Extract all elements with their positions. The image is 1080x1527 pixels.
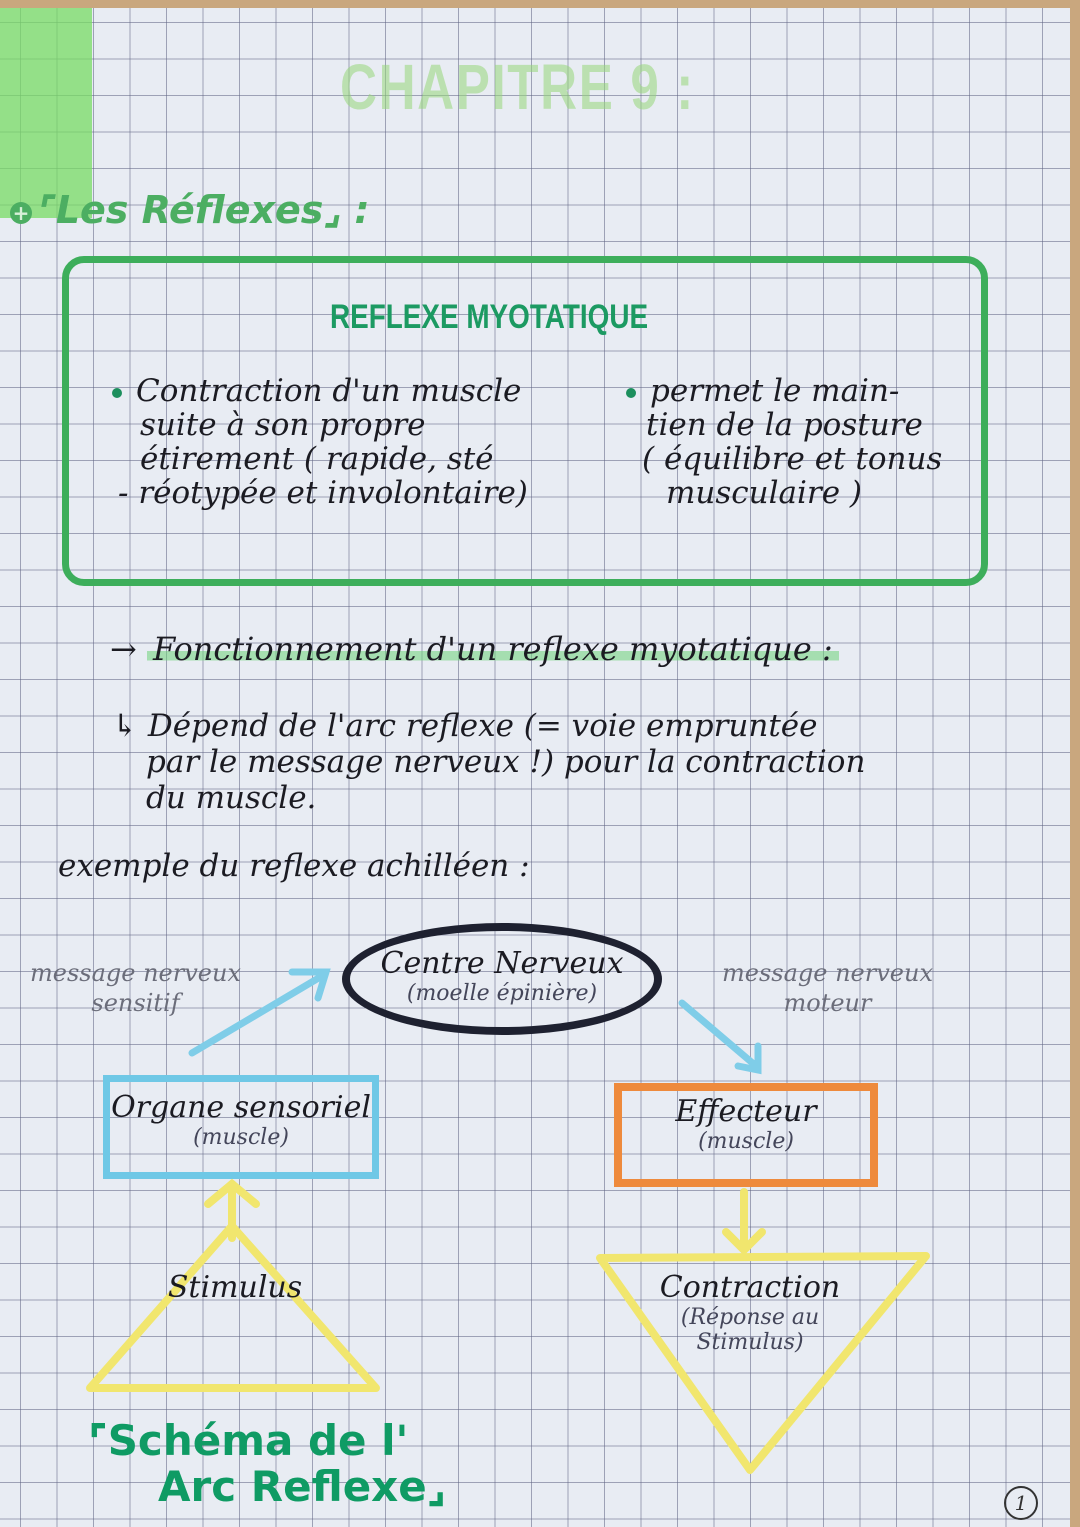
centre-nerveux-node (342, 923, 662, 1035)
response-node: Contraction (Réponse au Stimulus) (659, 1270, 841, 1355)
motor-message-label: message nerveux moteur (722, 959, 933, 1017)
effector-text: Effecteur (muscle) (675, 1094, 817, 1154)
effector-node (614, 1083, 878, 1187)
sensory-message-label: message nerveux sensitif (30, 959, 241, 1017)
sensory-organ-text: Organe sensoriel (muscle) (111, 1090, 371, 1150)
schema-caption: ⌜Schéma de l' Arc Reflexe⌟ (88, 1416, 447, 1511)
plus-circle-icon: + (10, 201, 32, 224)
return-arrow-icon: ↳ (112, 708, 138, 744)
section-title: + ⌜Les Réflexes⌟ : (10, 188, 370, 232)
definition-left-bullet: Contraction d'un muscle suite à son prop… (112, 374, 528, 510)
functioning-heading: → Fonctionnement d'un reflexe myotatique… (110, 630, 839, 668)
sensory-organ-node (103, 1075, 379, 1179)
green-highlight-tab (0, 8, 92, 218)
example-label: exemple du reflexe achilléen : (58, 848, 530, 884)
definition-box (62, 256, 988, 586)
definition-right-bullet: permet le main- tien de la posture ( équ… (626, 374, 942, 510)
stimulus-node: Stimulus (167, 1270, 303, 1305)
centre-nerveux-text: Centre Nerveux (moelle épinière) (380, 946, 624, 1006)
depend-paragraph: ↳ Dépend de l'arc reflexe (= voie emprun… (112, 708, 866, 816)
bullet-dot-icon (112, 387, 122, 398)
arrow-right-icon: → (110, 630, 137, 668)
notebook-page: CHAPITRE 9 : + ⌜Les Réflexes⌟ : REFLEXE M… (0, 8, 1070, 1527)
page-number: 1 (1004, 1486, 1038, 1520)
section-title-text: ⌜Les Réflexes⌟ : (38, 188, 370, 232)
definition-title: REFLEXE MYOTATIQUE (330, 298, 649, 336)
bullet-dot-icon (626, 387, 636, 398)
diagram-arrows-and-shapes (86, 968, 930, 1474)
chapter-title: CHAPITRE 9 : (340, 51, 695, 123)
